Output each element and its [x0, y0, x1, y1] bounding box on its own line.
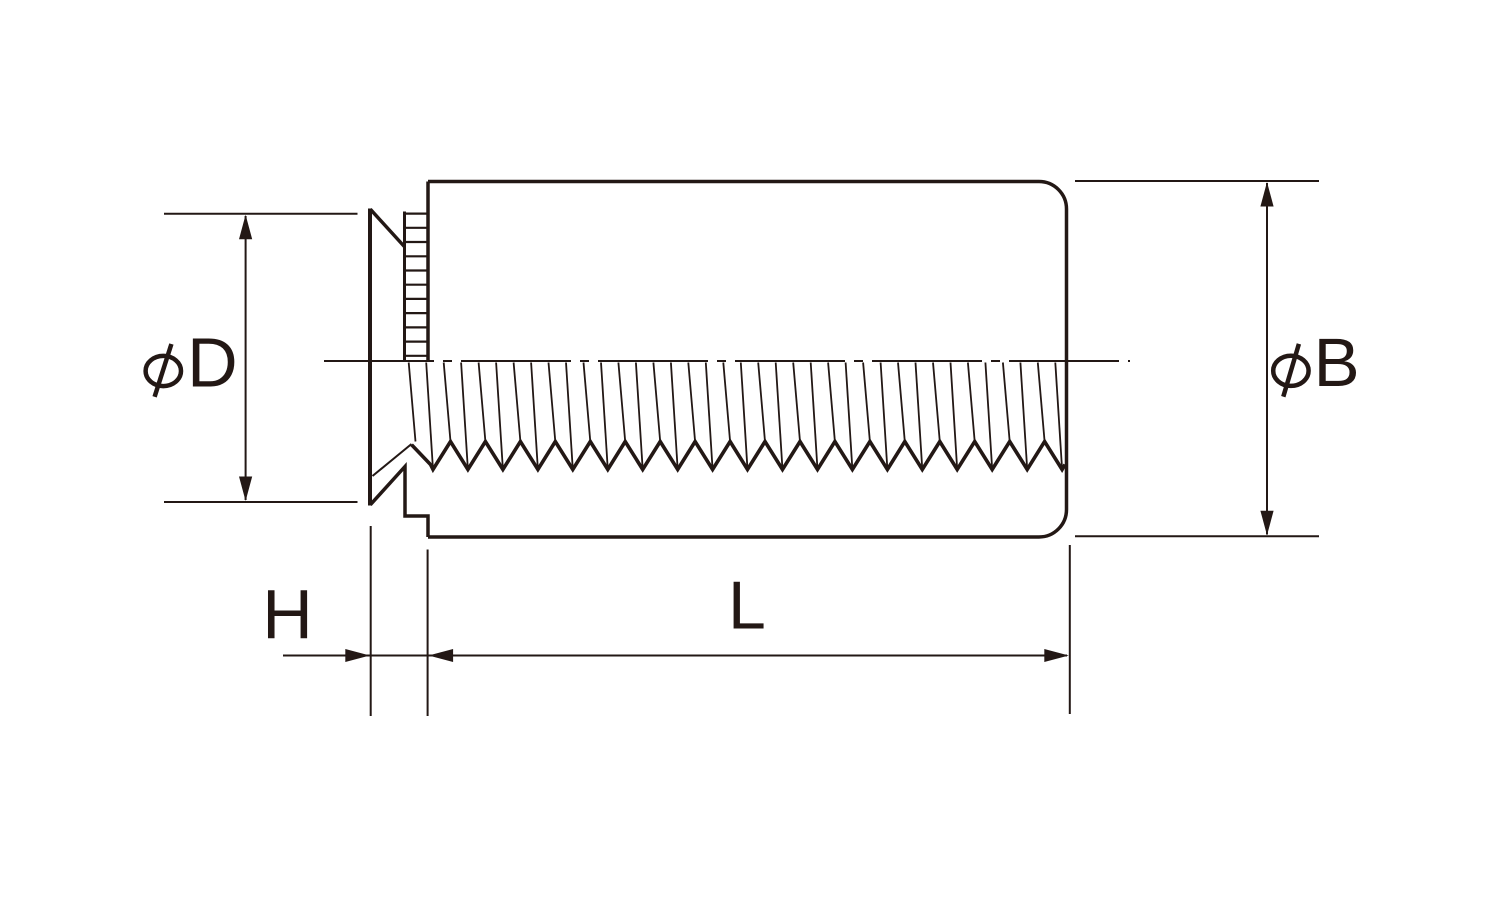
svg-text:L: L: [728, 568, 766, 644]
svg-text:H: H: [262, 575, 313, 653]
svg-text:B: B: [1314, 324, 1360, 401]
svg-text:D: D: [187, 324, 238, 402]
